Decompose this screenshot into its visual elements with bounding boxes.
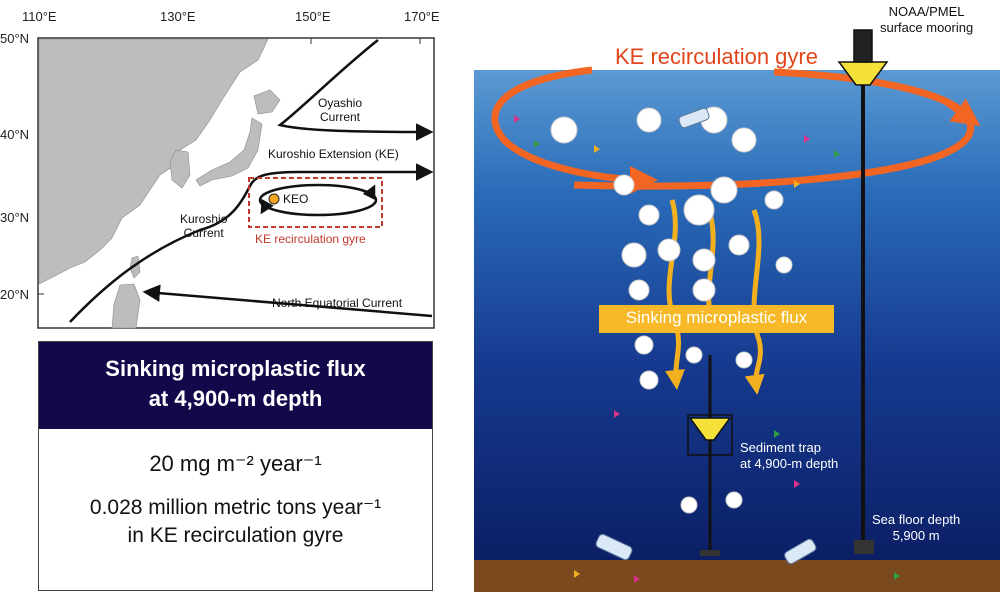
asia-mainland [38,38,269,285]
trap-anchor [700,550,720,556]
lon-tick-110: 110°E [22,9,57,24]
flux-value-1: 20 mg m⁻² year⁻¹ [149,451,322,476]
mooring-label: NOAA/PMEL surface mooring [880,4,974,35]
microplastic-fragments [514,115,900,583]
gyre-arrow [491,66,981,194]
ocean-illustration [474,0,1000,592]
oyashio-current-arrow [277,39,434,141]
korea [169,149,191,189]
nec-arrow [142,284,433,318]
lon-tick-130: 130°E [160,9,196,24]
flux-header: Sinking microplastic flux at 4,900-m dep… [39,342,432,429]
lat-tick-40: 40°N [0,127,30,142]
map-panel: 110°E 130°E 150°E 170°E 50°N 40°N 30°N 2… [0,0,450,335]
seafloor [474,560,1000,592]
philippines [111,283,141,329]
keo-dot [268,193,280,205]
japan-honshu [195,117,263,187]
seafloor-label: Sea floor depth 5,900 m [872,512,961,543]
sky [474,0,1000,70]
kuroshio-label: Kuroshio Current [180,212,228,240]
keo-label: KEO [283,192,309,206]
recirculation-loop [258,183,378,217]
flux-banner-label: Sinking microplastic flux [625,308,808,327]
oyashio-label: Oyashio Current [318,96,363,124]
gyre-label: KE recirculation gyre [255,232,366,246]
map-svg [37,37,435,329]
sediment-trap [687,414,733,456]
gyre-dashed-box [248,177,383,228]
nec-label: North Equatorial Current [272,296,403,310]
microplastic-particles [550,106,793,514]
kuroshio-extension-arrow [69,163,434,323]
mooring-anchor [854,540,874,554]
ke-label: Kuroshio Extension (KE) [268,147,399,161]
flux-value-2-line2: in KE recirculation gyre [127,524,344,547]
flux-banner [599,305,834,333]
flux-summary-box: Sinking microplastic flux at 4,900-m dep… [38,341,433,591]
flux-value-2-line1: 0.028 million metric tons year⁻¹ [89,496,382,519]
lat-tick-20: 20°N [0,287,30,302]
flux-title-line1: Sinking microplastic flux [105,356,366,381]
lat-tick-50: 50°N [0,31,30,46]
trap-label: Sediment trap at 4,900-m depth [740,440,839,471]
surface-buoy [837,29,889,86]
plastic-bottles [595,107,817,565]
gyre-title: KE recirculation gyre [615,44,818,69]
flux-title-line2: at 4,900-m depth [148,386,323,411]
lat-tick-30: 30°N [0,210,30,225]
lon-tick-150: 150°E [295,9,331,24]
taiwan [129,255,141,279]
japan-hokkaido [253,89,281,115]
lon-tick-170: 170°E [404,9,440,24]
